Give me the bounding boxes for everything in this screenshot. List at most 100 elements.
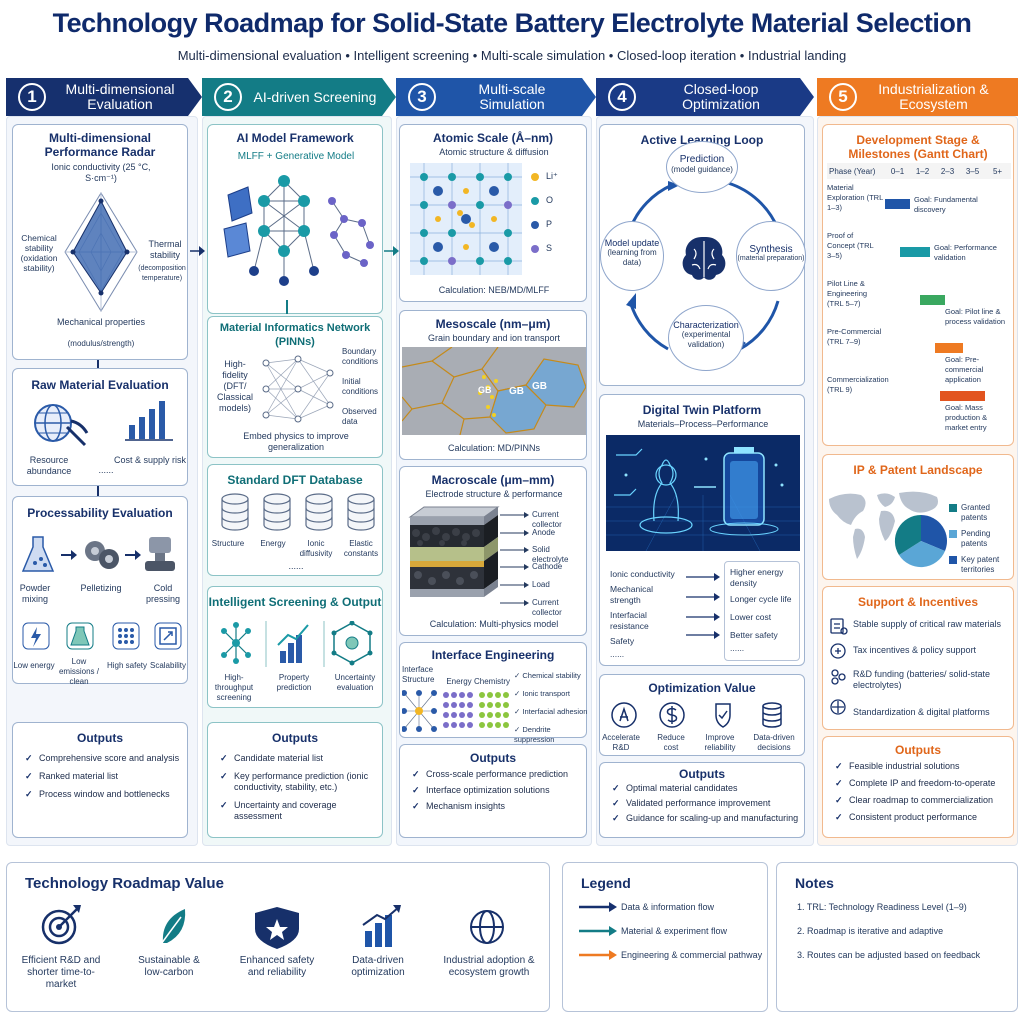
meso-calc: Calculation: MD/PINNs [447, 443, 541, 453]
dt-right-list: Higher energy density Longer cycle life … [730, 567, 792, 653]
macro-title: Macroscale (μm–mm) [431, 473, 555, 487]
radar-label-right: Thermal stability [148, 239, 182, 260]
gantt-goal-label: Goal: Pilot line & process validation [945, 307, 1006, 326]
atom-label-s: S [546, 243, 553, 253]
digital-twin-image [606, 435, 800, 551]
output-item: Cross-scale performance prediction [412, 769, 582, 780]
db-item-3: Ionic diffusivity [299, 539, 333, 558]
flow-arrow [286, 300, 288, 314]
proc-step-2: Pelletizing [80, 583, 122, 593]
value-icons [41, 905, 504, 949]
layer-label-3: Solid electrolyte [532, 545, 569, 564]
process-steps-icons [21, 536, 175, 572]
atom-legend-dots [531, 173, 539, 253]
outputs-title-2: Outputs [272, 731, 318, 745]
gantt-goal-label: Goal: Performance validation [934, 243, 997, 262]
gb-label-2: GB [509, 386, 524, 397]
dt-title: Digital Twin Platform [642, 403, 762, 417]
output-item: Validated performance improvement [612, 798, 802, 809]
output-item: Mechanism insights [412, 801, 582, 812]
radar-chart [64, 192, 138, 312]
world-map-pie [829, 491, 947, 568]
outputs-title-1: Outputs [77, 731, 123, 745]
output-item: Consistent product performance [835, 812, 1011, 823]
ip-legend: Granted patents Pending patents Key pate… [949, 503, 1013, 575]
atomic-calc: Calculation: NEB/MD/MLFF [438, 285, 550, 295]
legend-arrows [579, 902, 617, 960]
proc-step-3: Cold pressing [145, 583, 181, 604]
layer-pointer-lines [500, 512, 529, 606]
ov-item-2: Reduce cost [657, 733, 685, 752]
gantt-phase-label: Pre-Commercial (TRL 7–9) [827, 327, 882, 346]
db-item-4: Elastic constants [343, 539, 379, 558]
gantt-card: Development Stage & Milestones (Gantt Ch… [822, 124, 1014, 446]
output-item: Uncertainty and coverage assessment [220, 800, 380, 822]
ip-title: IP & Patent Landscape [853, 463, 983, 477]
gantt-goal-label: Goal: Fundamental discovery [914, 195, 978, 214]
loop-node-synthesis: Synthesis (material preparation) [736, 221, 806, 291]
raw-resource-label: Resource abundance [26, 455, 72, 476]
macroscale-card: Macroscale (μm–mm) Electrode structure &… [399, 466, 587, 636]
ie-item-1: Interface Structure [402, 665, 435, 684]
db-dots: ...... [288, 561, 304, 571]
gantt-phase-label: Commercialization (TRL 9) [827, 375, 889, 394]
ai-model-card: AI Model Framework MLFF + Generative Mod… [207, 124, 383, 314]
is-item-3: Uncertainty evaluation [334, 673, 376, 692]
legend-panel: Legend Data & information flow Material … [562, 862, 768, 1012]
mesoscale-card: Mesoscale (nm–μm) Grain boundary and ion… [399, 310, 587, 460]
gantt-goal-label: Goal: Mass production & market entry [945, 403, 988, 432]
raw-material-card: Raw Material Evaluation Resource abundan… [12, 368, 188, 486]
interface-lattice-icons [402, 690, 509, 732]
support-icons [830, 618, 848, 715]
layer-label-4: Cathode [532, 562, 563, 571]
layer-label-5: Load [532, 580, 550, 589]
brain-icon [682, 237, 726, 280]
mi-title: Material Informatics Network (PINNs) [219, 322, 371, 348]
output-item: Comprehensive score and analysis [25, 753, 183, 764]
column-arrow-icon [384, 246, 399, 256]
outputs-list-3: Cross-scale performance prediction Inter… [412, 769, 582, 819]
gantt-goal-label: Goal: Pre-commercial application [945, 355, 984, 384]
pinn-network-icon [262, 355, 334, 423]
legend-title: Legend [581, 875, 631, 891]
raw-title: Raw Material Evaluation [31, 378, 169, 392]
atom-label-li: Li⁺ [546, 171, 558, 181]
output-item: Optimal material candidates [612, 783, 802, 794]
radar-label-left: Chemical stability (oxidation stability) [20, 233, 58, 273]
outputs-card-2: Outputs Candidate material list Key perf… [207, 722, 383, 838]
radar-label-top: Ionic conductivity (25 °C, S·cm⁻¹) [51, 162, 151, 183]
legend-swatch [949, 530, 957, 538]
support-card: Support & Incentives Stable supply of cr… [822, 586, 1014, 730]
ip-card: IP & Patent Landscape Granted patents Pe… [822, 454, 1014, 580]
proc-attr-1: Low energy [13, 661, 55, 670]
output-item: Key performance prediction (ionic conduc… [220, 771, 380, 793]
outputs-card-5: Outputs Feasible industrial solutions Co… [822, 736, 1014, 838]
value-item-4: Data-driven optimization [351, 955, 405, 978]
gb-label-1: GB [478, 385, 492, 395]
digital-twin-card: Digital Twin Platform Materials–Process–… [599, 394, 805, 666]
dt-left-list: Ionic conductivity Mechanical strength I… [610, 569, 675, 659]
si-title: Support & Incentives [857, 595, 979, 609]
gantt-phase-label: Pilot Line & Engineering (TRL 5–7) [827, 279, 868, 308]
proc-step-1: Powder mixing [19, 583, 51, 604]
legend-item-2: Material & experiment flow [621, 926, 728, 936]
ie-title: Interface Engineering [431, 648, 555, 662]
atomic-scale-card: Atomic Scale (Å–nm) Atomic structure & d… [399, 124, 587, 302]
gantt-title: Development Stage & Milestones (Gantt Ch… [848, 133, 988, 161]
gantt-phase-label: Material Exploration (TRL 1–3) [827, 183, 883, 212]
outputs-title-4: Outputs [679, 767, 725, 781]
db-title: Standard DFT Database [227, 473, 363, 487]
column-arrow-icon [190, 246, 205, 256]
note-item-3: 3. Routes can be adjusted based on feedb… [797, 950, 981, 960]
dt-sub: Materials–Process–Performance [637, 419, 769, 429]
molecular-network-icon [223, 175, 374, 286]
outputs-card-4: Outputs Optimal material candidates Vali… [599, 762, 805, 838]
outputs-title-5: Outputs [895, 743, 941, 757]
atomic-title: Atomic Scale (Å–nm) [432, 131, 554, 145]
interface-engineering-card: Interface Engineering Interface Structur… [399, 642, 587, 744]
mi-right-label-3: Observed data [342, 407, 377, 426]
atomic-sub: Atomic structure & diffusion [439, 147, 549, 157]
